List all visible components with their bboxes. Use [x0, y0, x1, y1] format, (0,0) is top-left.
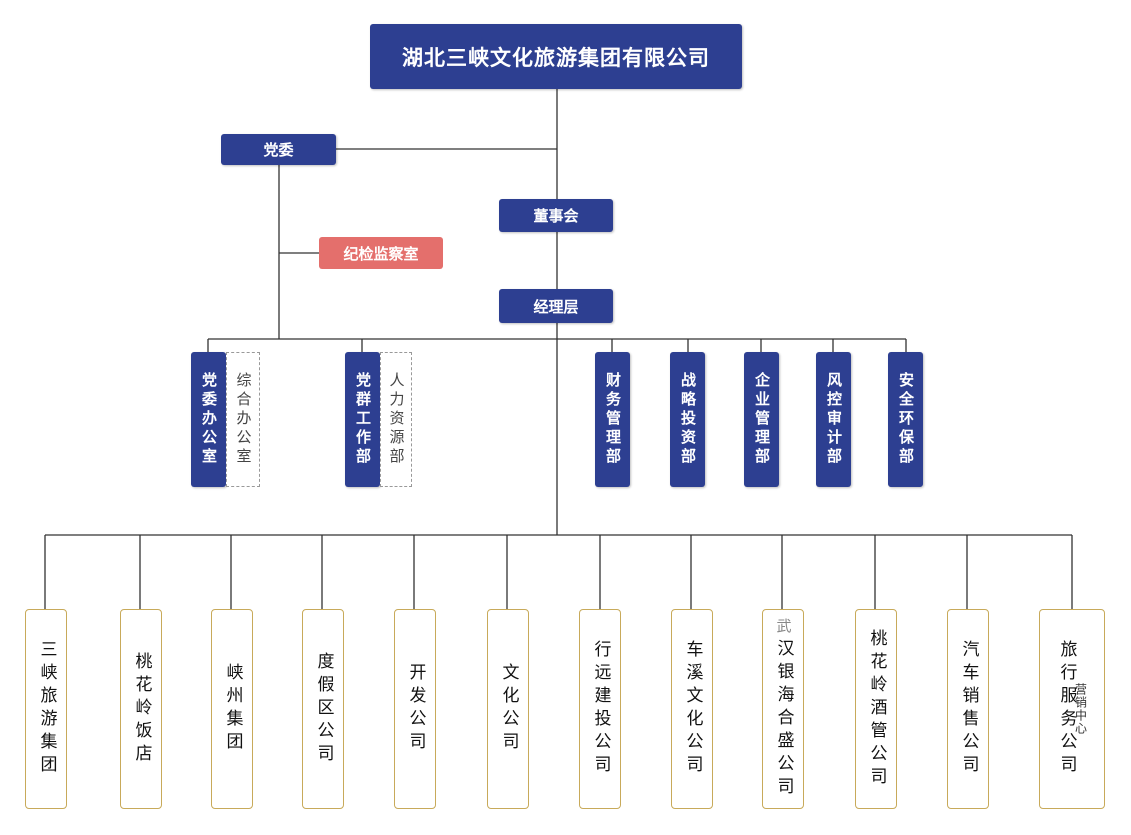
department-box-party-office: 党委办公室 — [191, 352, 226, 487]
department-box-strategy: 战略投资部 — [670, 352, 705, 487]
board-label: 董事会 — [533, 207, 579, 225]
department-box-finance: 财务管理部 — [595, 352, 630, 487]
subsidiary-label: 文化公司 — [498, 663, 519, 755]
root-company-label: 湖北三峡文化旅游集团有限公司 — [402, 45, 710, 70]
subsidiary-box: 桃花岭饭店 — [120, 609, 162, 809]
department-box-enterprise-mgmt: 企业管理部 — [744, 352, 779, 487]
subsidiary-box: 文化公司 — [487, 609, 529, 809]
department-label: 党群工作部 — [354, 372, 372, 467]
subsidiary-label: 度假区公司 — [313, 651, 334, 767]
department-label: 战略投资部 — [679, 372, 697, 467]
subsidiary-box: 三峡旅游集团 — [25, 609, 67, 809]
subsidiary-box: 旅行服务公司 营销中心 — [1039, 609, 1105, 809]
subsidiary-label: 峡州集团 — [222, 663, 243, 755]
subsidiary-box: 车溪文化公司 — [671, 609, 713, 809]
department-aside-hr: 人力资源部 — [380, 352, 412, 487]
party-committee-label: 党委 — [263, 141, 294, 159]
subsidiary-label: 车溪文化公司 — [682, 640, 703, 778]
subsidiary-label: 三峡旅游集团 — [36, 640, 57, 778]
subsidiary-label: 桃花岭酒管公司 — [866, 628, 887, 790]
subsidiary-label: 汽车销售公司 — [958, 640, 979, 778]
subsidiary-label: 行远建投公司 — [590, 640, 611, 778]
management-label: 经理层 — [533, 297, 579, 316]
department-label: 财务管理部 — [604, 372, 622, 467]
root-company-box: 湖北三峡文化旅游集团有限公司 — [370, 24, 742, 89]
subsidiary-box: 汽车销售公司 — [947, 609, 989, 809]
subsidiary-box: 开发公司 — [394, 609, 436, 809]
department-box-party-affairs: 党群工作部 — [345, 352, 380, 487]
department-box-risk-audit: 风控审计部 — [816, 352, 851, 487]
department-label: 风控审计部 — [825, 372, 843, 467]
department-label: 安全环保部 — [897, 372, 915, 467]
department-label: 党委办公室 — [200, 372, 218, 467]
department-label: 企业管理部 — [753, 372, 771, 467]
department-aside-label: 综合办公室 — [234, 372, 253, 467]
subsidiary-box: 峡州集团 — [211, 609, 253, 809]
subsidiary-box: 行远建投公司 — [579, 609, 621, 809]
subsidiary-note: 营销中心 — [1073, 683, 1088, 735]
discipline-office-box: 纪检监察室 — [319, 237, 443, 269]
subsidiary-label: 旅行服务公司 — [1056, 640, 1077, 778]
subsidiary-label: 汉银海合盛公司 — [773, 639, 794, 800]
party-committee-box: 党委 — [221, 134, 336, 165]
discipline-office-label: 纪检监察室 — [343, 244, 419, 263]
board-box: 董事会 — [499, 199, 613, 232]
department-aside-label: 人力资源部 — [387, 372, 406, 467]
department-aside-general-office: 综合办公室 — [226, 352, 260, 487]
department-box-safety: 安全环保部 — [888, 352, 923, 487]
subsidiary-box: 桃花岭酒管公司 — [855, 609, 897, 809]
subsidiary-label: 桃花岭饭店 — [131, 651, 152, 767]
subsidiary-box: 武 汉银海合盛公司 — [762, 609, 804, 809]
subsidiary-box: 度假区公司 — [302, 609, 344, 809]
subsidiary-label-prefix: 武 — [774, 618, 793, 639]
subsidiary-label: 开发公司 — [405, 663, 426, 755]
management-box: 经理层 — [499, 289, 613, 323]
